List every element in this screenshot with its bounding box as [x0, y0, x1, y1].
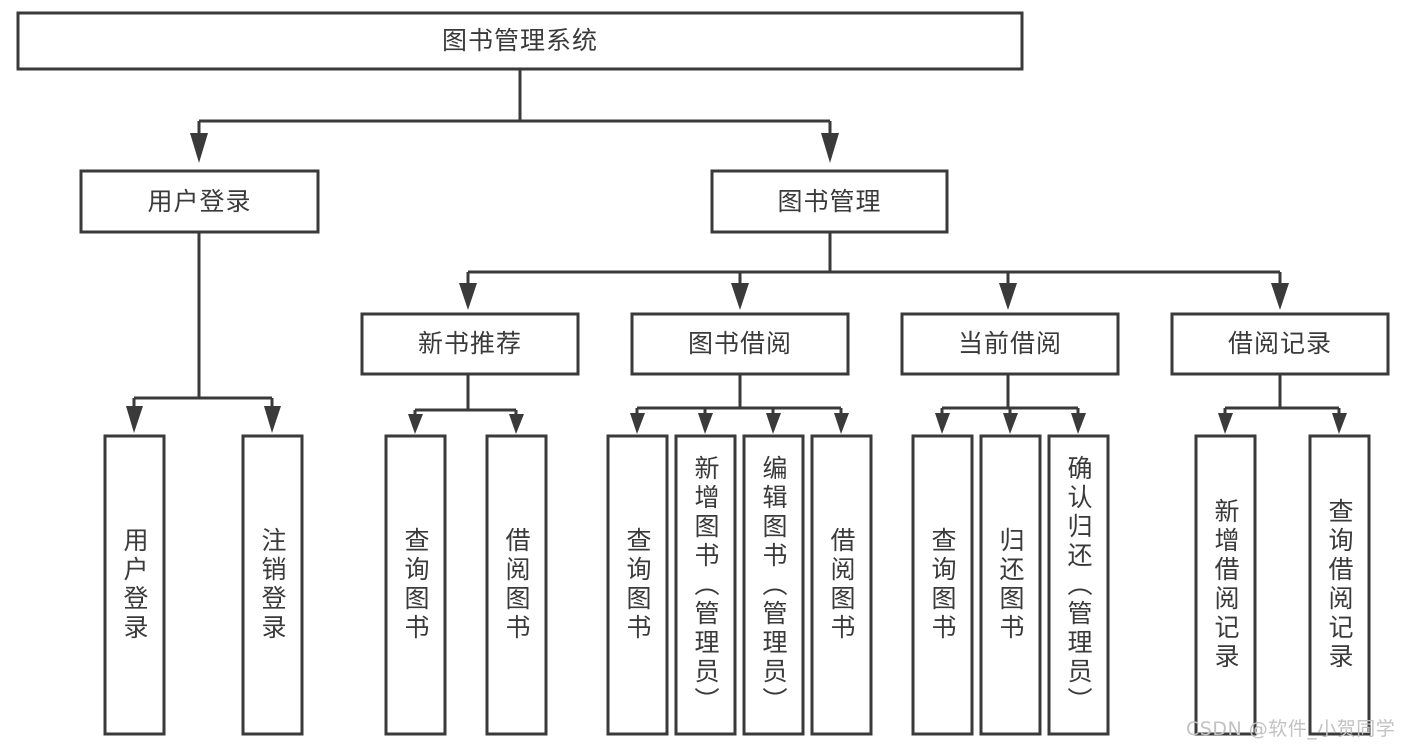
node-box-leaf-query-record[interactable]	[1308, 434, 1371, 736]
node-box-leaf-confirm-return[interactable]	[1047, 434, 1110, 736]
node-box-book-manage[interactable]	[710, 169, 949, 234]
node-box-root[interactable]	[16, 11, 1024, 71]
node-box-leaf-borrow-book[interactable]	[810, 434, 873, 736]
node-box-leaf-add-record[interactable]	[1194, 434, 1257, 736]
connector-group-book-borrow	[630, 374, 849, 434]
arrow-head-new-book-recommend	[459, 283, 477, 310]
node-box-leaf-query-book-borrow[interactable]	[606, 434, 669, 736]
node-box-leaf-return-book[interactable]	[979, 434, 1042, 736]
node-box-leaf-query-book-cur[interactable]	[911, 434, 974, 736]
arrow-head-leaf-add-book	[698, 413, 713, 434]
connector-group-borrow-record	[1218, 374, 1347, 434]
arrow-head-leaf-borrow-book-rec	[509, 414, 524, 434]
arrow-head-leaf-query-book-rec	[408, 414, 423, 434]
arrow-head-book-manage	[821, 133, 839, 163]
arrow-head-leaf-borrow-book	[834, 413, 849, 434]
connector-group-user-login	[126, 232, 281, 433]
node-box-leaf-logout[interactable]	[241, 434, 304, 736]
node-box-leaf-edit-book[interactable]	[742, 434, 805, 736]
node-box-borrow-record[interactable]	[1170, 312, 1390, 376]
arrow-head-user-login	[190, 133, 208, 163]
arrow-head-current-borrow	[999, 283, 1017, 310]
arrow-head-leaf-add-record	[1218, 413, 1233, 434]
node-box-book-borrow[interactable]	[630, 312, 850, 376]
node-box-leaf-borrow-book-rec[interactable]	[485, 434, 548, 736]
arrow-head-leaf-logout	[264, 406, 281, 433]
node-box-user-login[interactable]	[79, 169, 320, 234]
connector-group-book-manage	[459, 232, 1289, 310]
arrow-head-leaf-confirm-return	[1071, 413, 1086, 434]
connector-group-root	[190, 69, 839, 163]
node-box-leaf-add-book[interactable]	[674, 434, 737, 736]
arrow-head-leaf-return-book	[1003, 413, 1018, 434]
arrow-head-leaf-edit-book	[766, 413, 781, 434]
arrow-head-leaf-query-book-cur	[935, 413, 950, 434]
connector-group-current-borrow	[935, 374, 1086, 434]
arrow-head-borrow-record	[1271, 283, 1289, 310]
node-box-leaf-user-login[interactable]	[103, 434, 166, 736]
arrow-head-leaf-user-login	[126, 406, 143, 433]
arrow-head-book-borrow	[731, 283, 749, 310]
csdn-watermark: CSDN @软件_小贺同学	[1186, 718, 1396, 740]
arrow-head-leaf-query-book-borrow	[630, 413, 645, 434]
node-box-new-book-recommend[interactable]	[360, 312, 580, 376]
connector-group-new-book-recommend	[408, 374, 524, 434]
node-box-current-borrow[interactable]	[900, 312, 1120, 376]
node-box-leaf-query-book-rec[interactable]	[384, 434, 447, 736]
arrow-head-leaf-query-record	[1332, 413, 1347, 434]
